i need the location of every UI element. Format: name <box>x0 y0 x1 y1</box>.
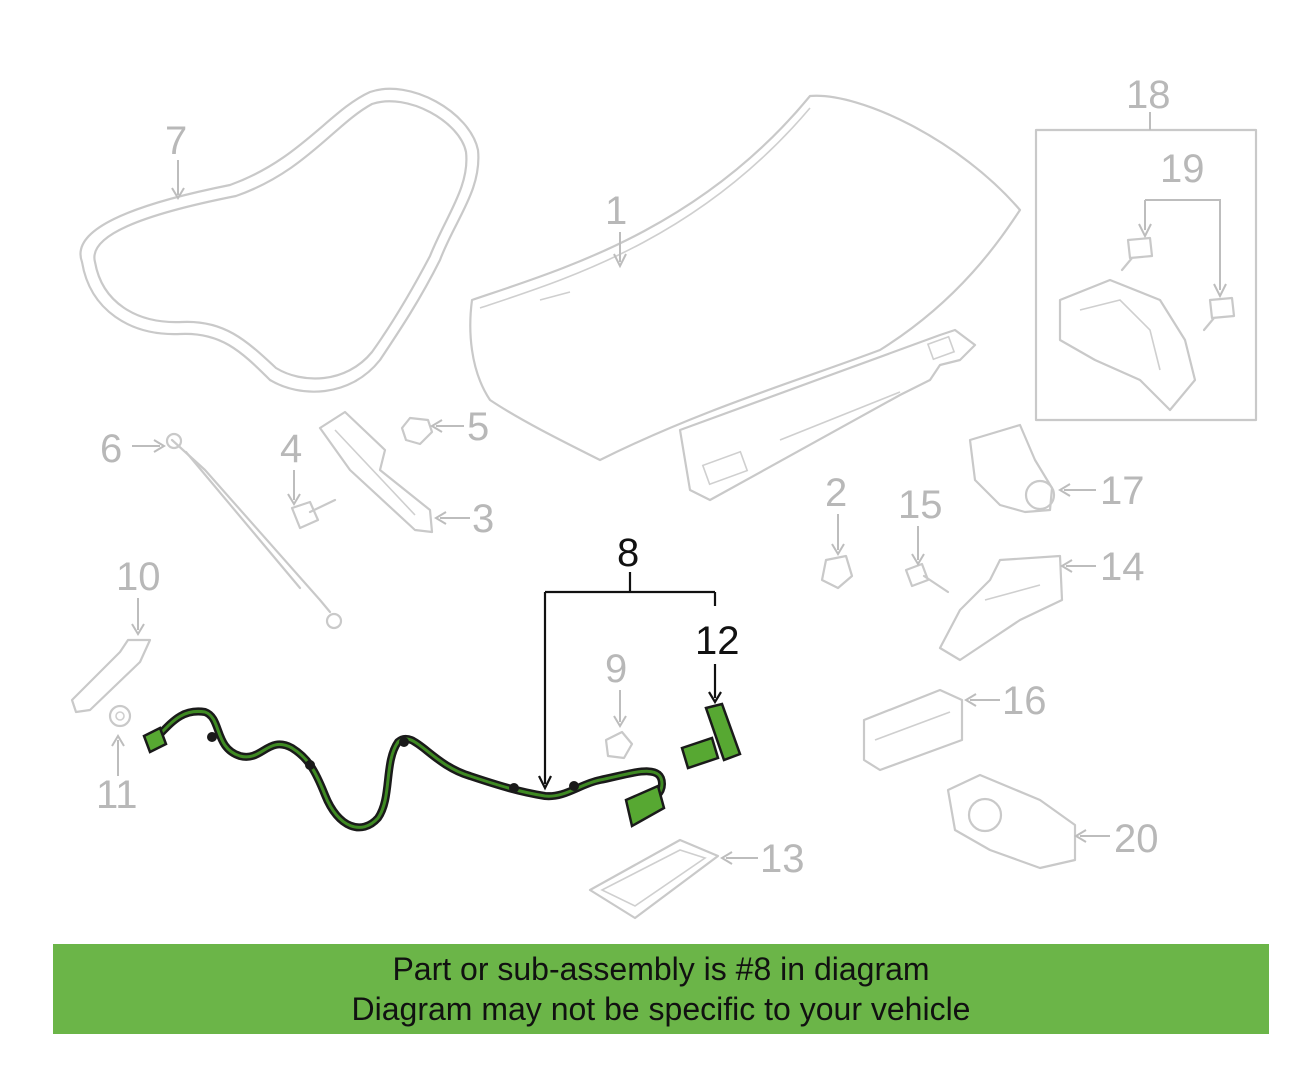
part-8-wiring-harness <box>142 707 666 832</box>
callout-5: 5 <box>467 405 489 449</box>
part-4-bolt <box>290 498 337 530</box>
callout-15: 15 <box>898 483 943 527</box>
arrow-7 <box>171 187 185 200</box>
part-16-release-switch <box>862 688 964 772</box>
callout-2: 2 <box>825 471 847 515</box>
callout-10: 10 <box>116 555 161 599</box>
callout-3: 3 <box>472 497 494 541</box>
callout-20: 20 <box>1114 817 1159 861</box>
banner-line-2: Diagram may not be specific to your vehi… <box>351 991 971 1027</box>
part-10-bracket <box>70 638 152 714</box>
callout-17: 17 <box>1100 469 1145 513</box>
callout-12: 12 <box>695 619 740 663</box>
arrow-16 <box>964 693 977 707</box>
callout-18: 18 <box>1126 73 1171 117</box>
callout-9: 9 <box>605 647 627 691</box>
callout-7: 7 <box>165 119 187 163</box>
arrow-17 <box>1058 483 1071 497</box>
arrow-14 <box>1060 559 1073 573</box>
part-17-actuator <box>968 423 1056 514</box>
part-2-grommet <box>820 554 854 590</box>
arrow-10 <box>131 623 145 636</box>
arrow-8 <box>538 775 552 791</box>
callout-16: 16 <box>1002 679 1047 723</box>
part-12-connector <box>680 702 742 770</box>
arrow-6 <box>153 439 166 453</box>
info-banner: Part or sub-assembly is #8 in diagram Di… <box>53 944 1269 1034</box>
arrow-4 <box>287 493 301 506</box>
callout-6: 6 <box>100 427 122 471</box>
banner-line-1: Part or sub-assembly is #8 in diagram <box>392 951 930 987</box>
part-20-camera <box>946 773 1077 870</box>
callout-11: 11 <box>96 773 138 817</box>
part-1-trunk-lid <box>469 94 1022 502</box>
callout-4: 4 <box>280 427 302 471</box>
callout-19: 19 <box>1160 147 1205 191</box>
part-18-bracket-box <box>1034 112 1258 422</box>
part-7-weatherstrip <box>79 87 480 393</box>
part-5-clip <box>400 416 434 446</box>
part-11-washer <box>108 704 132 728</box>
callout-13: 13 <box>760 837 805 881</box>
callout-1: 1 <box>605 189 627 233</box>
arrow-12 <box>708 691 722 705</box>
callout-8: 8 <box>617 531 639 575</box>
arrow-15 <box>911 553 925 566</box>
part-13-pad <box>588 838 720 920</box>
arrow-3 <box>434 511 447 525</box>
arrow-11 <box>111 734 125 747</box>
arrow-5 <box>430 419 443 433</box>
callout-14: 14 <box>1100 545 1145 589</box>
arrow-20 <box>1074 829 1087 843</box>
arrow-1 <box>613 253 627 269</box>
arrow-13 <box>720 851 733 865</box>
part-15-bolt <box>904 562 950 594</box>
arrow-9 <box>613 715 627 728</box>
part-9-clip <box>604 730 634 760</box>
part-14-latch <box>938 554 1064 662</box>
part-6-gas-strut <box>165 432 343 630</box>
part-3-hinge <box>318 410 434 534</box>
leader-8 <box>543 572 717 784</box>
arrow-2 <box>831 543 845 556</box>
